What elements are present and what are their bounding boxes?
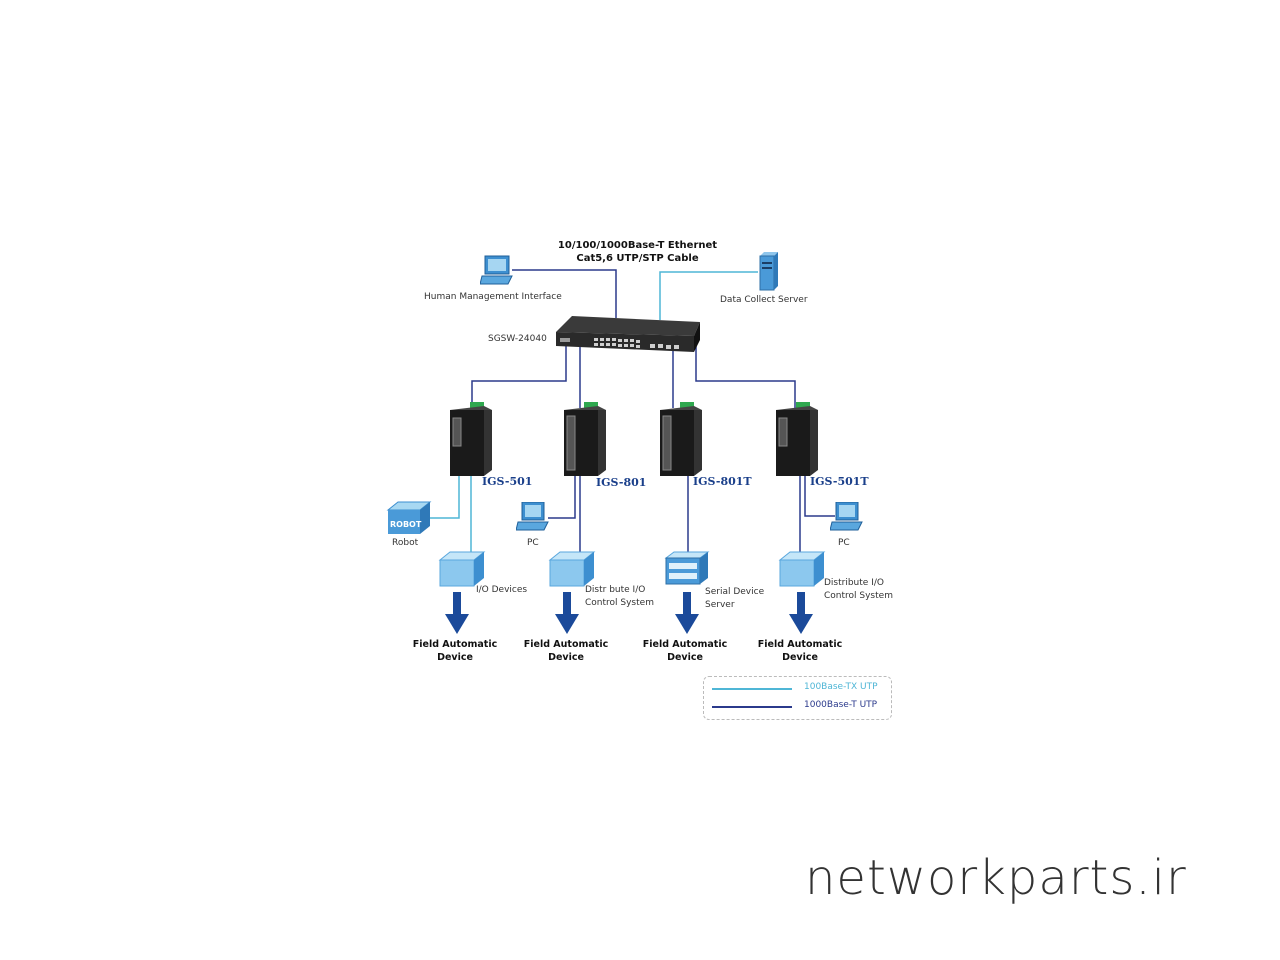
title-line-1: 10/100/1000Base-T Ethernet xyxy=(557,240,718,251)
cable-hmi xyxy=(512,269,617,318)
field-line2: Device xyxy=(437,652,473,663)
igs-501-label: IGS-501 xyxy=(482,475,533,488)
legend-swatch-fast xyxy=(712,688,792,690)
igs-501t-switch-icon xyxy=(776,402,818,476)
io-devices-label: I/O Devices xyxy=(476,585,528,595)
down-arrow-icon xyxy=(445,592,469,634)
distributed-io-2-label: Distribute I/O Control System xyxy=(824,577,893,603)
distributed-io-1-line2: Control System xyxy=(585,598,654,608)
serial-device-server-label: Serial Device Server xyxy=(705,586,764,612)
hmi-laptop-icon xyxy=(480,255,513,285)
pc-icon xyxy=(516,502,549,531)
field-line1: Field Automatic xyxy=(757,639,843,650)
serial-line1: Serial Device xyxy=(705,587,765,597)
cable-robot xyxy=(430,476,460,519)
field-line2: Device xyxy=(667,652,703,663)
down-arrow-icon xyxy=(789,592,813,634)
igs-801-switch-icon xyxy=(564,402,606,476)
legend-item-1000base-t: 1000Base-T UTP xyxy=(712,700,887,714)
field-line1: Field Automatic xyxy=(412,639,498,650)
field-device-3: Field Automatic Device xyxy=(630,638,740,664)
distributed-io-icon xyxy=(778,551,826,587)
core-switch-model: SGSW-24040 xyxy=(488,334,547,344)
distributed-io-2-line2: Control System xyxy=(824,591,893,601)
svg-text:ROBOT: ROBOT xyxy=(390,520,422,529)
legend-item-100base-tx: 100Base-TX UTP xyxy=(712,682,887,696)
distributed-io-1-label: Distr bute I/O Control System xyxy=(585,584,654,610)
server-icon xyxy=(759,252,778,291)
field-device-1: Field Automatic Device xyxy=(400,638,510,664)
igs-801t-label: IGS-801T xyxy=(693,475,752,488)
hmi-label: Human Management Interface xyxy=(424,292,562,302)
robot-label: Robot xyxy=(392,538,419,548)
legend-swatch-gigabit xyxy=(712,706,792,708)
cable-pc2 xyxy=(804,476,835,517)
field-line2: Device xyxy=(548,652,584,663)
igs-801-label: IGS-801 xyxy=(596,476,647,489)
cable-igs501 xyxy=(471,345,567,408)
distributed-io-2-line1: Distribute I/O xyxy=(824,578,884,588)
robot-icon: ROBOT xyxy=(386,501,432,534)
field-line1: Field Automatic xyxy=(642,639,728,650)
down-arrow-icon xyxy=(555,592,579,634)
cable-server xyxy=(659,271,758,320)
watermark: networkparts.ir xyxy=(805,850,1187,906)
igs-801t-switch-icon xyxy=(660,402,702,476)
legend: 100Base-TX UTP 1000Base-T UTP xyxy=(703,676,892,720)
diagram-title: 10/100/1000Base-T Ethernet Cat5,6 UTP/ST… xyxy=(520,239,755,265)
igs-501t-label: IGS-501T xyxy=(810,475,869,488)
legend-label: 100Base-TX UTP xyxy=(804,682,878,692)
distributed-io-icon xyxy=(548,551,596,587)
pc-1-label: PC xyxy=(527,538,539,548)
distributed-io-1-line1: Distr bute I/O xyxy=(585,585,646,595)
field-line2: Device xyxy=(782,652,818,663)
igs-501-switch-icon xyxy=(450,402,492,476)
title-line-2: Cat5,6 UTP/STP Cable xyxy=(576,253,699,264)
field-device-4: Field Automatic Device xyxy=(745,638,855,664)
field-device-2: Field Automatic Device xyxy=(511,638,621,664)
cable-igs501t xyxy=(695,345,796,408)
serial-device-server-icon xyxy=(664,551,710,585)
cable-pc1 xyxy=(548,476,576,519)
io-devices-icon xyxy=(438,551,486,587)
legend-label: 1000Base-T UTP xyxy=(804,700,878,710)
server-label: Data Collect Server xyxy=(720,295,808,305)
field-line1: Field Automatic xyxy=(523,639,609,650)
serial-line2: Server xyxy=(705,600,735,610)
pc-2-label: PC xyxy=(838,538,850,548)
down-arrow-icon xyxy=(675,592,699,634)
core-switch-icon xyxy=(556,316,700,352)
pc-icon xyxy=(830,502,863,531)
